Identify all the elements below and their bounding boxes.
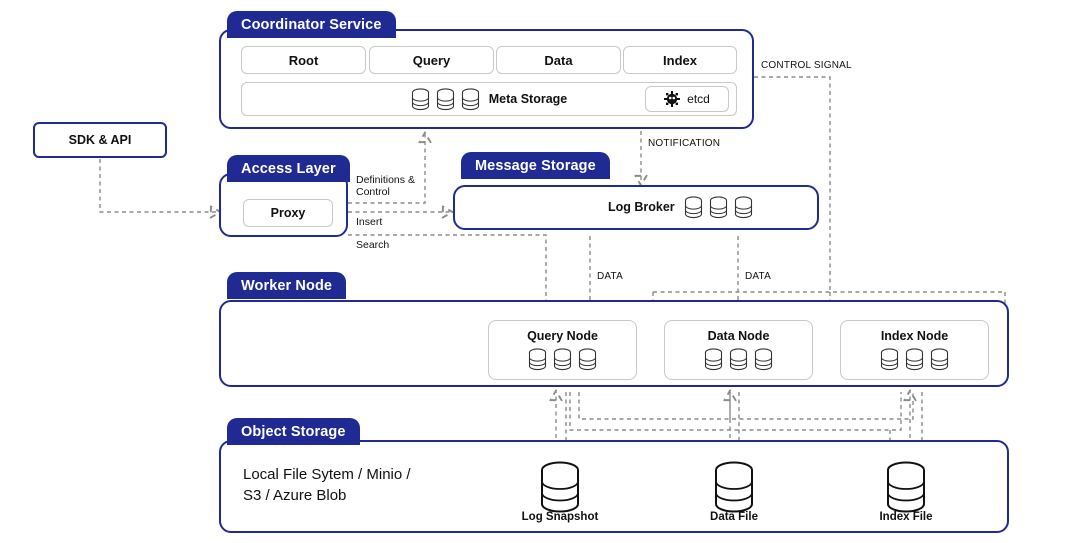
meta-storage-label: Meta Storage [488,92,568,106]
database-icon [461,87,479,110]
edge-bus-lower [569,392,902,431]
log-broker-label: Log Broker [608,200,675,214]
etcd-badge[interactable]: etcd [645,86,729,112]
control-signal-label: CONTROL SIGNAL [761,60,852,71]
log-broker-content: Log Broker [608,190,768,224]
data-node-label: Data Node [707,329,770,343]
coordinator-cell-root[interactable]: Root [241,46,366,74]
edge-sdk-to-access [99,159,219,212]
database-icon [528,348,547,371]
database-icon [880,348,899,371]
object-storage-group [219,440,1009,533]
object-storage-title: Object Storage [227,418,360,445]
index-node-label: Index Node [880,329,949,343]
query-node-label: Query Node [527,329,598,343]
log-broker-disk-icons [684,195,753,219]
worker-node-title: Worker Node [227,272,347,299]
database-icon [684,195,702,218]
query-node-box[interactable]: Query Node [488,320,637,380]
database-icon [436,87,454,110]
message-storage-title-label: Message Storage [475,157,596,174]
object-storage-backends: Local File Sytem / Minio / S3 / Azure Bl… [243,466,411,504]
access-layer-title: Access Layer [227,155,350,182]
definitions-control-label: Definitions & Control [356,174,415,198]
index-file-database-icon [887,461,925,513]
log-snapshot-label: Log Snapshot [521,511,599,523]
access-layer-title-label: Access Layer [241,160,336,177]
sdk-api-label: SDK & API [68,133,132,147]
insert-label: Insert [356,216,383,228]
data-file-label: Data File [710,511,758,523]
message-storage-group [453,185,819,230]
proxy-label: Proxy [270,206,306,220]
coordinator-cell-data-label: Data [544,52,573,68]
database-icon [905,348,924,371]
coordinator-cell-index[interactable]: Index [623,46,737,74]
meta-storage-content: Meta Storage [411,87,568,111]
index-file-label: Index File [879,511,933,523]
database-icon [729,348,748,371]
data-label-left: DATA [597,271,623,282]
database-icon [578,348,597,371]
database-icon [754,348,773,371]
index-node-disk-icons [880,348,949,371]
index-node-box[interactable]: Index Node [840,320,989,380]
database-icon [734,195,752,218]
worker-node-title-label: Worker Node [241,277,333,294]
data-file-database-icon [715,461,753,513]
object-storage-title-label: Object Storage [241,423,346,440]
database-icon [553,348,572,371]
sdk-api-box[interactable]: SDK & API [33,122,167,158]
database-icon [930,348,949,371]
database-icon [704,348,723,371]
etcd-label: etcd [687,92,710,106]
data-label-right: DATA [745,271,771,282]
coordinator-service-title: Coordinator Service [227,11,396,38]
coordinator-cell-index-label: Index [663,52,697,68]
query-node-disk-icons [528,348,597,371]
message-storage-title: Message Storage [461,152,610,179]
coordinator-service-title-label: Coordinator Service [241,16,382,33]
meta-storage-disk-icons [411,87,480,111]
search-label: Search [356,239,390,251]
etcd-logo-icon [664,91,681,107]
coordinator-cell-query-label: Query [412,52,451,68]
edge-bus-upper [578,392,914,420]
proxy-box[interactable]: Proxy [243,199,333,227]
coordinator-cell-data[interactable]: Data [496,46,621,74]
data-node-box[interactable]: Data Node [664,320,813,380]
coordinator-cell-root-label: Root [288,52,319,68]
database-icon [411,87,429,110]
data-node-disk-icons [704,348,773,371]
notification-label: NOTIFICATION [648,138,721,149]
database-icon [709,195,727,218]
log-snapshot-database-icon [541,461,579,513]
coordinator-cell-query[interactable]: Query [369,46,494,74]
